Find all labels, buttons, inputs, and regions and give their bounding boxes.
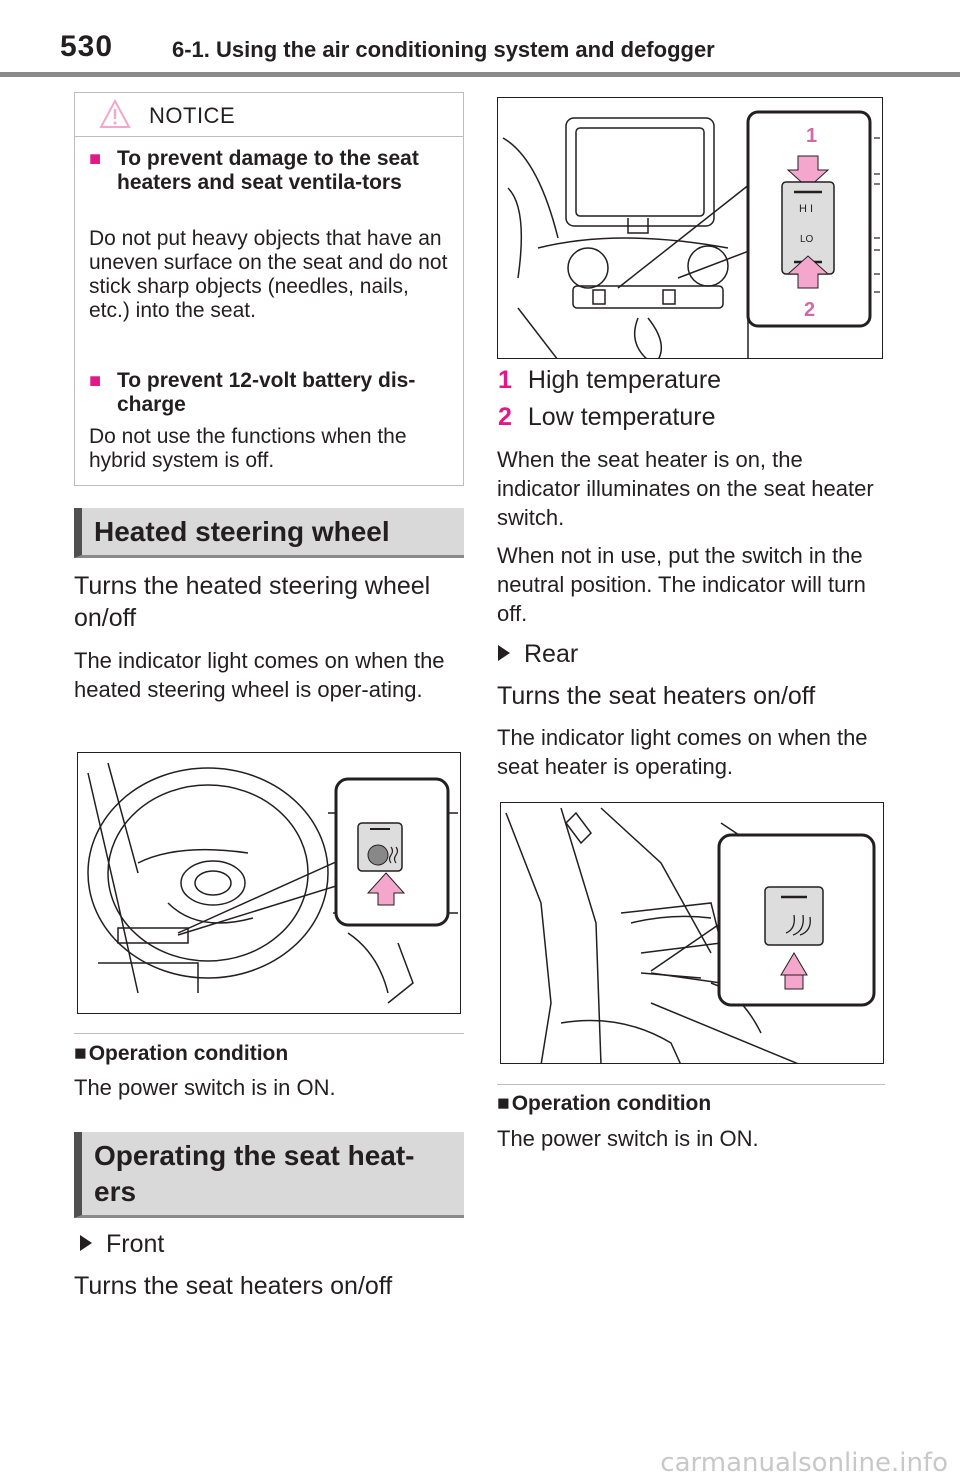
page-header: 530 6-1. Using the air conditioning syst… [0, 0, 960, 78]
notice-item-title: ■ To prevent 12-volt battery dis-charge [89, 369, 416, 416]
callout-number-1: 1 [806, 125, 817, 147]
notice-item-body: Do not use the functions when the hybrid… [89, 425, 407, 472]
front-subheading: Front [80, 1228, 164, 1260]
section-heading-steering: Heated steering wheel [74, 508, 464, 558]
seat-heater-para: When the seat heater is on, the indicato… [497, 447, 874, 530]
dashboard-drawing: 1 HI LO 2 [502, 110, 880, 358]
rear-seat-heater-illustration [500, 802, 884, 1064]
square-bullet-icon: ■ [89, 148, 102, 170]
square-bullet-icon: ■ [74, 1042, 87, 1065]
page-number: 530 [60, 30, 114, 63]
switch-hi-label: HI [799, 203, 816, 215]
operation-condition-body: The power switch is in ON. [74, 1075, 336, 1100]
triangle-bullet-icon [80, 1235, 92, 1252]
switch-lo-label: LO [800, 234, 814, 245]
notice-item-body: Do not put heavy objects that have an un… [89, 227, 448, 322]
notice-item-title: ■ To prevent damage to the seat heaters … [89, 147, 419, 194]
chapter-title: 6-1. Using the air conditioning system a… [172, 37, 715, 62]
square-bullet-icon: ■ [497, 1092, 510, 1115]
steering-lead-line: Turns the heated steering wheel [74, 572, 431, 600]
rear-subheading: Rear [498, 638, 578, 670]
seat-heater-para: When not in use, put the switch in the n… [497, 543, 866, 626]
operation-condition-title: ■Operation condition [74, 1042, 289, 1065]
warning-triangle-icon [99, 99, 131, 128]
notice-box: NOTICE ■ To prevent damage to the seat h… [74, 92, 464, 486]
operation-condition-body: The power switch is in ON. [497, 1126, 759, 1151]
front-seat-heater-illustration: 1 HI LO 2 [497, 97, 883, 359]
rear-door-drawing [505, 807, 876, 1063]
header-rule [0, 72, 960, 77]
footer-watermark: carmanualsonline.info [660, 1448, 948, 1478]
steering-body: The indicator light comes on when the he… [74, 648, 445, 702]
section-heading-seat-heaters: Operating the seat heat- ers [74, 1132, 464, 1218]
rear-para: The indicator light comes on when the se… [497, 725, 868, 779]
square-bullet-icon: ■ [89, 370, 102, 392]
steering-lead-line: on/off [74, 604, 137, 632]
subsection-rule [74, 1033, 464, 1034]
steering-wheel-illustration [77, 752, 461, 1014]
callout-number-2: 2 [804, 299, 815, 321]
steering-wheel-drawing [87, 762, 458, 1004]
operation-condition-title: ■Operation condition [497, 1092, 712, 1115]
front-body: Turns the seat heaters on/off [74, 1272, 393, 1300]
triangle-bullet-icon [498, 645, 510, 662]
notice-title: NOTICE [149, 103, 236, 128]
notice-header: NOTICE [75, 93, 463, 137]
rear-body: Turns the seat heaters on/off [497, 682, 816, 710]
subsection-rule [497, 1084, 885, 1085]
